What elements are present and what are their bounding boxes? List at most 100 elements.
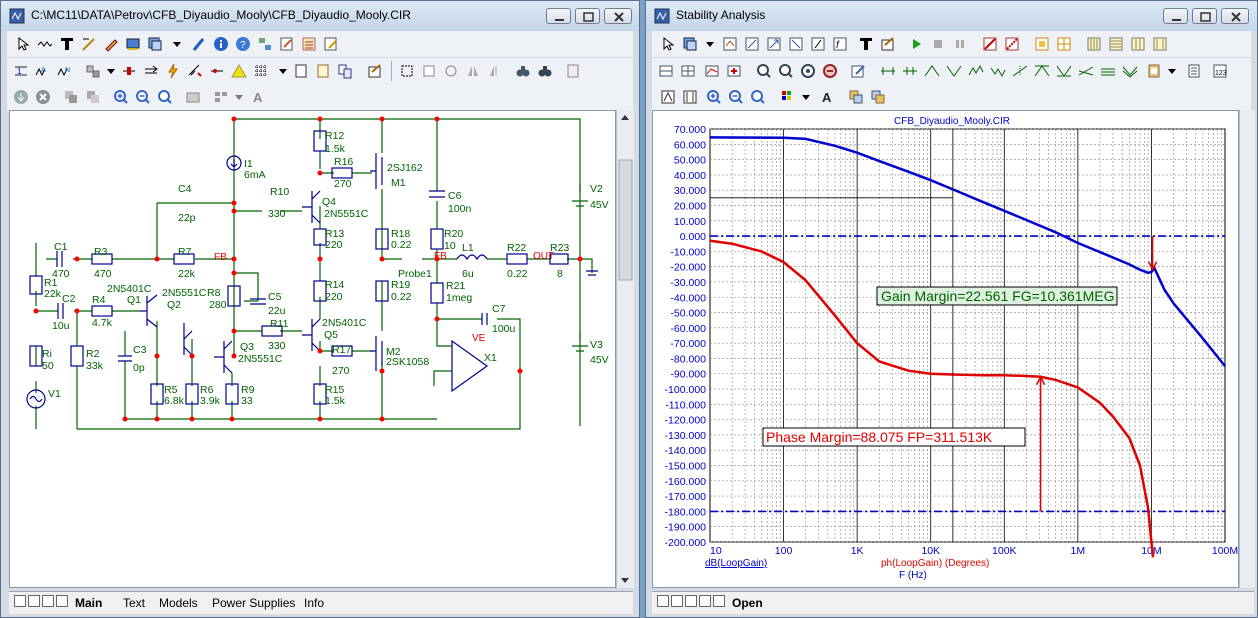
analysis-titlebar[interactable]: Stability Analysis	[646, 1, 1257, 31]
zoom-cursor-1-icon[interactable]	[756, 63, 772, 79]
plot-1-icon[interactable]	[1086, 36, 1102, 52]
data-points-icon[interactable]	[660, 89, 676, 105]
attribute-text-icon[interactable]: A	[35, 63, 51, 79]
global-low-icon[interactable]	[1056, 63, 1072, 79]
global-high-icon[interactable]	[1034, 63, 1050, 79]
edit-props-icon[interactable]	[850, 63, 866, 79]
macro-icon[interactable]	[147, 36, 163, 52]
minimize-button[interactable]	[546, 8, 571, 24]
find-icon[interactable]	[515, 63, 531, 79]
tokens-icon[interactable]	[726, 63, 742, 79]
find-next-icon[interactable]	[537, 63, 553, 79]
cancel-icon[interactable]	[35, 89, 51, 105]
vertical-scrollbar[interactable]	[616, 110, 634, 588]
waveform-buffer-icon[interactable]	[1122, 63, 1138, 79]
flip-icon[interactable]	[487, 63, 503, 79]
dropdown-arrow-icon[interactable]	[1164, 63, 1180, 79]
tab-power-supplies[interactable]: Power Supplies	[212, 596, 296, 610]
high-icon[interactable]	[968, 63, 984, 79]
maximize-button[interactable]	[575, 8, 600, 24]
prev-level-icon[interactable]	[902, 63, 918, 79]
page-setup-icon[interactable]	[185, 89, 201, 105]
node-names-icon[interactable]: N	[57, 63, 73, 79]
plot-2-icon[interactable]	[1108, 36, 1124, 52]
list-icon[interactable]	[301, 36, 317, 52]
text-tool-icon[interactable]	[59, 36, 75, 52]
tab-main[interactable]: Main	[75, 596, 103, 610]
copy-icon[interactable]	[848, 89, 864, 105]
dropdown-arrow-icon[interactable]	[798, 89, 814, 105]
inflection-icon[interactable]	[1012, 63, 1028, 79]
text-tool-icon[interactable]	[858, 36, 874, 52]
schematic-canvas[interactable]: C4 22p R10 330 I1 6mA R12 1.5k R16 270 2…	[9, 110, 616, 588]
select-box-icon[interactable]	[399, 63, 415, 79]
font-icon[interactable]: A	[820, 89, 836, 105]
flag-icon[interactable]	[191, 36, 207, 52]
plot-4-icon[interactable]	[1152, 36, 1168, 52]
color-palette-icon[interactable]	[780, 89, 796, 105]
wire-icon[interactable]	[37, 36, 53, 52]
voltage-probe-icon[interactable]	[121, 63, 137, 79]
node-numbers-icon[interactable]: 1	[13, 63, 29, 79]
box-icon[interactable]	[1034, 36, 1050, 52]
paste-icon[interactable]	[85, 89, 101, 105]
current-flow-icon[interactable]	[143, 63, 159, 79]
info-icon[interactable]	[213, 36, 229, 52]
paste-icon[interactable]	[870, 89, 886, 105]
pause-icon[interactable]	[952, 36, 968, 52]
clipboard-icon[interactable]	[1146, 63, 1162, 79]
layout-icon[interactable]	[213, 89, 229, 105]
tab-text[interactable]: Text	[123, 596, 146, 610]
analysis-close-button[interactable]	[1221, 8, 1249, 24]
scale-icon[interactable]	[722, 36, 738, 52]
run-icon[interactable]	[908, 36, 924, 52]
component-icon[interactable]	[125, 36, 141, 52]
analysis-maximize-button[interactable]	[1192, 8, 1217, 24]
prev-page-button[interactable]	[28, 595, 40, 607]
zoom-out-icon[interactable]	[728, 89, 744, 105]
page-icon[interactable]	[293, 63, 309, 79]
select-arrow-icon[interactable]	[660, 36, 676, 52]
zoom-in-icon[interactable]	[113, 89, 129, 105]
dropdown-arrow-icon[interactable]	[103, 63, 119, 79]
pencil-icon[interactable]	[103, 36, 119, 52]
function-icon[interactable]: f	[832, 36, 848, 52]
rectangle-icon[interactable]	[421, 63, 437, 79]
record-icon[interactable]	[822, 63, 838, 79]
analysis-prev-button[interactable]	[685, 595, 697, 607]
analysis-tab-dropdown[interactable]	[657, 595, 669, 607]
grid-pin-icon[interactable]	[85, 63, 101, 79]
next-level-icon[interactable]	[880, 63, 896, 79]
down-arrow-icon[interactable]	[13, 89, 29, 105]
analysis-minimize-button[interactable]	[1163, 8, 1188, 24]
next-page-button[interactable]	[42, 595, 54, 607]
zoom-fit-icon[interactable]	[750, 89, 766, 105]
new-page-icon[interactable]	[315, 63, 331, 79]
last-page-button[interactable]	[56, 595, 68, 607]
scale-x-icon[interactable]	[766, 36, 782, 52]
dropdown-arrow-icon[interactable]	[169, 36, 185, 52]
pin-connections-icon[interactable]	[209, 63, 225, 79]
help-icon[interactable]: ?	[235, 36, 251, 52]
analysis-first-button[interactable]	[671, 595, 683, 607]
tile-icon[interactable]	[1056, 36, 1072, 52]
zoom-fit-icon[interactable]	[157, 89, 173, 105]
peak-icon[interactable]	[982, 36, 998, 52]
analysis-next-button[interactable]	[699, 595, 711, 607]
list-view-icon[interactable]	[1186, 63, 1202, 79]
cursor-icon[interactable]	[810, 36, 826, 52]
stop-icon[interactable]	[930, 36, 946, 52]
panel-icon[interactable]	[658, 63, 674, 79]
dropdown-arrow-icon[interactable]	[275, 63, 291, 79]
copy-icon[interactable]	[63, 89, 79, 105]
grid-toggle-icon[interactable]	[680, 63, 696, 79]
valley-cursor-icon[interactable]	[946, 63, 962, 79]
mirror-icon[interactable]	[465, 63, 481, 79]
warning-icon[interactable]	[231, 63, 247, 79]
flip-page-icon[interactable]	[337, 63, 353, 79]
plot-3-icon[interactable]	[1130, 36, 1146, 52]
tab-info[interactable]: Info	[304, 596, 325, 610]
analysis-last-button[interactable]	[713, 595, 725, 607]
macro-icon[interactable]	[682, 36, 698, 52]
